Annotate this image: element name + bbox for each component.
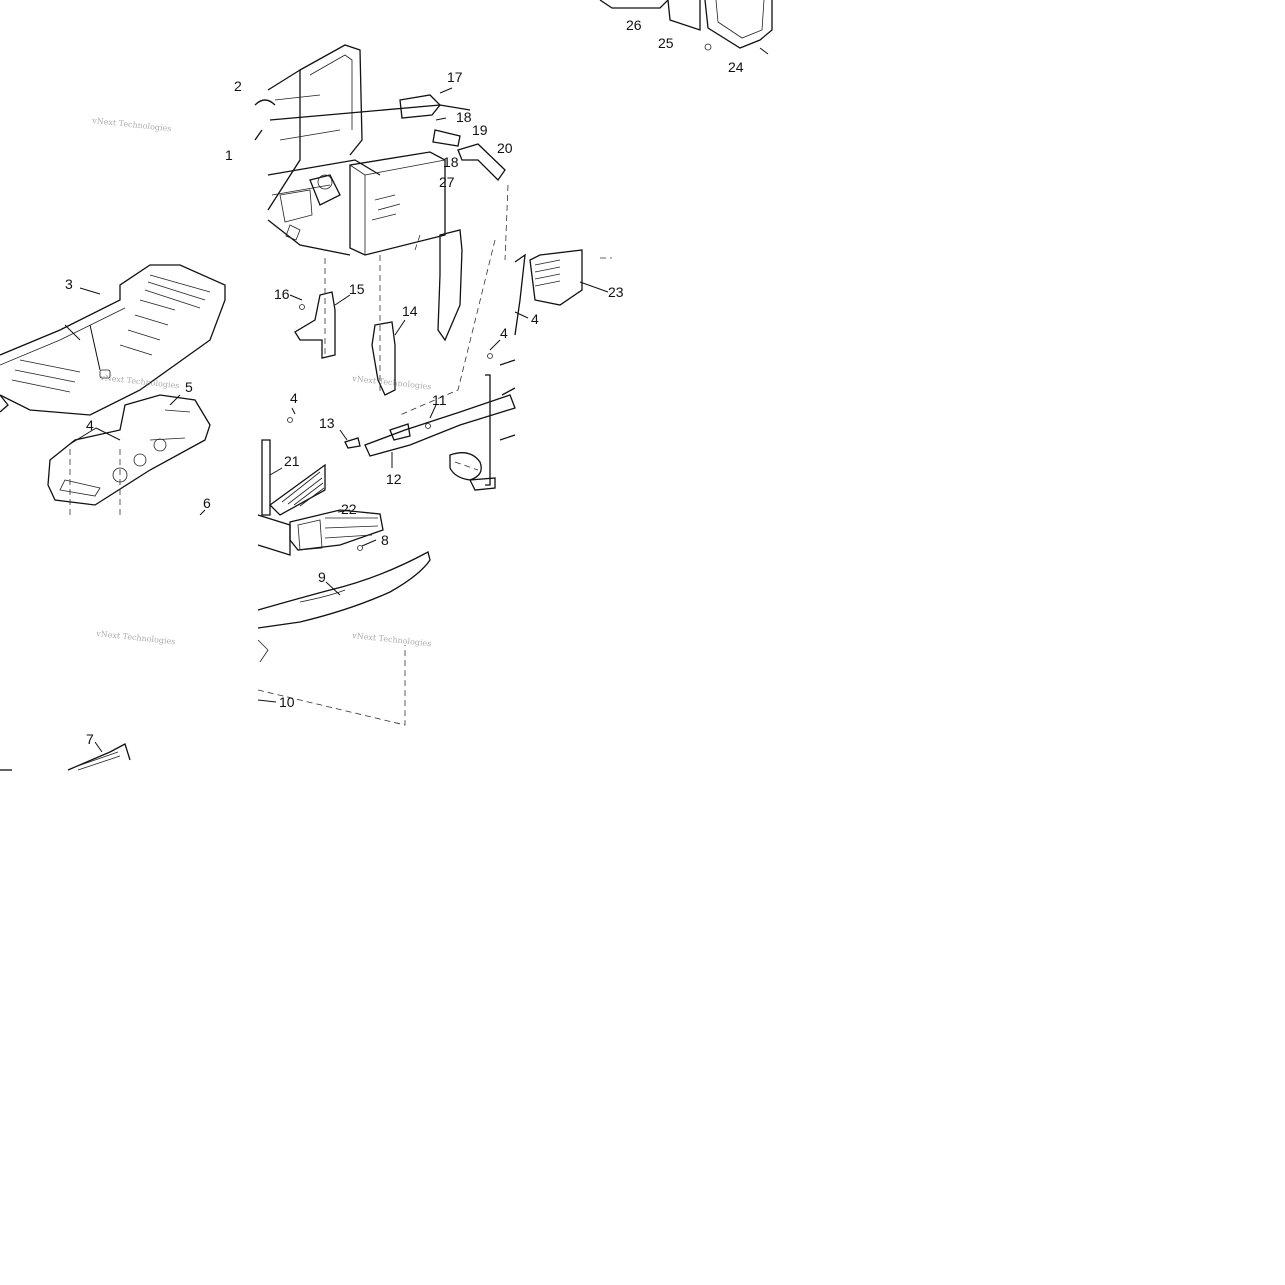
- watermark-text: vNext Technologies: [91, 116, 172, 133]
- callout-label: 3: [65, 276, 73, 292]
- callout-label: 16: [274, 286, 290, 302]
- callout-label: 9: [318, 569, 326, 585]
- callout-label: 2: [234, 78, 242, 94]
- callout-label: 26: [626, 17, 642, 33]
- callout-label: 17: [447, 69, 463, 85]
- watermark-text: vNext Technologies: [351, 631, 432, 648]
- callout-label: 18: [456, 109, 472, 125]
- callout-label: 22: [341, 501, 357, 517]
- callout-label: 20: [497, 140, 513, 156]
- callout-label: 11: [432, 392, 447, 408]
- footrest-assembly: [0, 264, 226, 516]
- callout-label: 4: [290, 390, 298, 406]
- callout-label: 18: [443, 154, 459, 170]
- bumper-grille-assembly: [0, 407, 431, 771]
- callout-label: 12: [386, 471, 402, 487]
- callout-label: 4: [86, 417, 94, 433]
- callout-label: 21: [284, 453, 300, 469]
- callout-label: 4: [531, 311, 539, 327]
- bracket-assembly: [289, 184, 612, 491]
- callout-label: 15: [349, 281, 365, 297]
- callout-labels: 1 2 3 4 4 4 4 5 6 7 8 9 10 11 12 13 14 1…: [65, 17, 744, 747]
- callout-label: 25: [658, 35, 674, 51]
- callout-label: 8: [381, 532, 389, 548]
- callout-label: 5: [185, 379, 193, 395]
- callout-label: 7: [86, 731, 94, 747]
- callout-label: 24: [728, 59, 744, 75]
- callout-label: 27: [439, 174, 455, 190]
- watermark-text: vNext Technologies: [351, 374, 432, 391]
- watermark-text: vNext Technologies: [99, 373, 180, 390]
- watermark-text: vNext Technologies: [95, 629, 176, 646]
- callout-label: 6: [203, 495, 211, 511]
- callout-label: 10: [279, 694, 295, 710]
- top-right-panel: [599, 0, 773, 55]
- watermarks: vNext Technologies vNext Technologies vN…: [91, 116, 432, 648]
- callout-label: 14: [402, 303, 418, 319]
- callout-label: 1: [225, 147, 233, 163]
- callout-label: 4: [500, 325, 508, 341]
- callout-label: 19: [472, 122, 488, 138]
- callout-label: 13: [319, 415, 335, 431]
- frame-assembly: [254, 44, 506, 256]
- callout-label: 23: [608, 284, 624, 300]
